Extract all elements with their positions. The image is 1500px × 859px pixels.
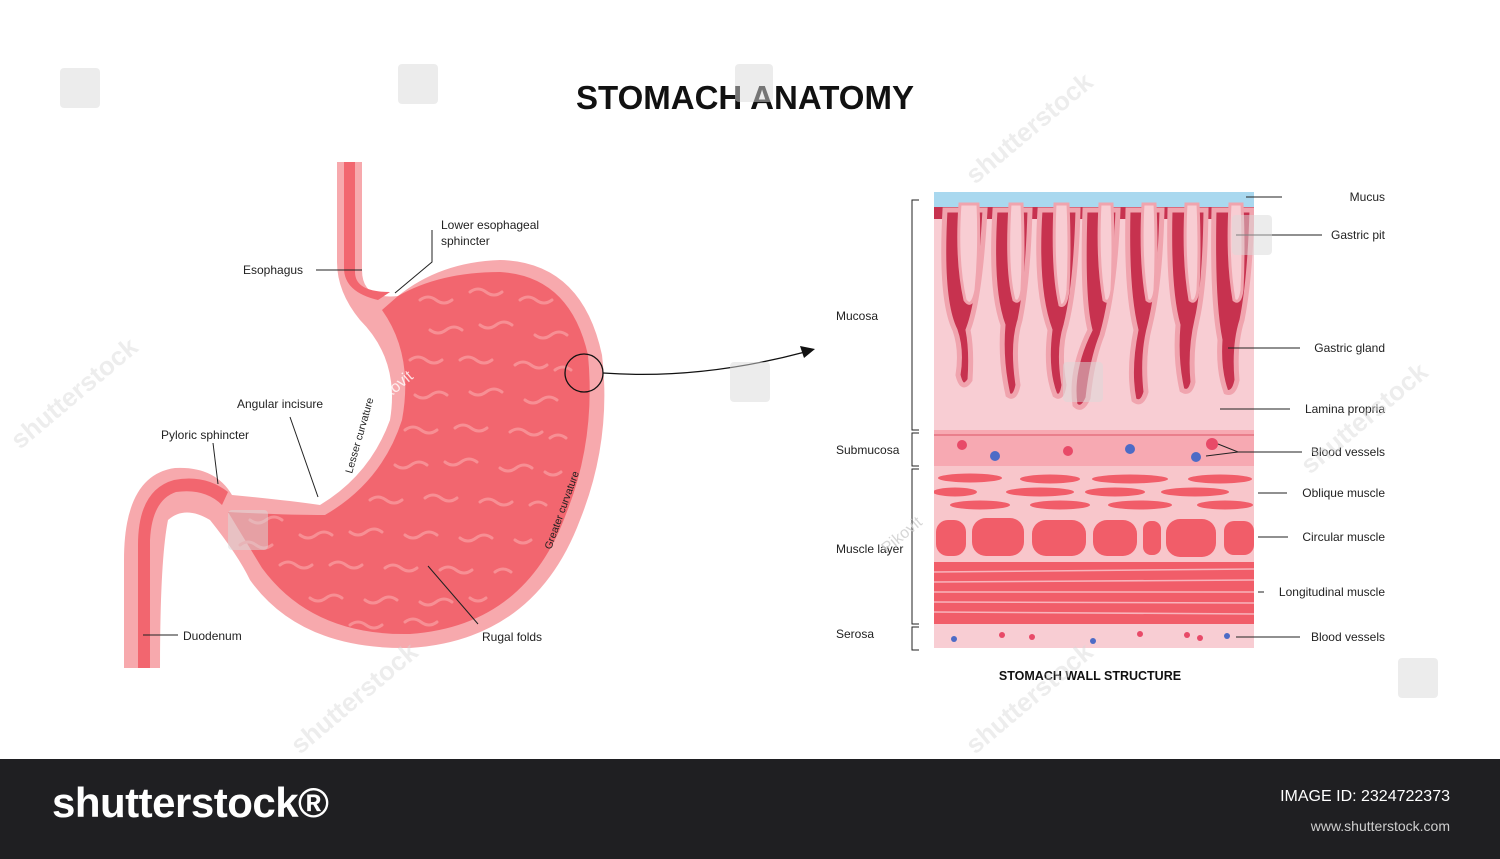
wall-leader-lines <box>1205 196 1322 638</box>
rugal-folds-label: Rugal folds <box>482 630 542 644</box>
vessel-red <box>1063 446 1073 456</box>
wall-structure-subtitle: STOMACH WALL STRUCTURE <box>999 669 1181 683</box>
blood-vessels-submucosa-label: Blood vessels <box>1311 445 1385 459</box>
mucus-layer <box>934 192 1254 208</box>
blood-vessels-serosa-label: Blood vessels <box>1311 630 1385 644</box>
circular-muscle-label: Circular muscle <box>1302 530 1385 544</box>
longitudinal-muscle-label: Longitudinal muscle <box>1279 585 1385 599</box>
layer-brackets <box>911 199 919 651</box>
zoom-arrow <box>602 351 806 376</box>
rugal-folds-pattern <box>238 287 573 630</box>
gastric-gland-label: Gastric gland <box>1314 341 1385 355</box>
muscle-layer-label: Muscle layer <box>836 542 903 556</box>
watermark-text: shutterstock <box>285 636 424 760</box>
vessel-blue <box>1125 444 1135 454</box>
stomach-leader-lines <box>143 230 479 636</box>
mucosa-label: Mucosa <box>836 309 878 323</box>
gastric-glands <box>934 202 1254 410</box>
vessel-red <box>957 440 967 450</box>
lamina-propria-label: Lamina propria <box>1305 402 1385 416</box>
watermark-text: shutterstock <box>960 636 1099 760</box>
oblique-muscle-fibers <box>934 473 1253 510</box>
vessel-blue <box>990 451 1000 461</box>
zoom-arrowhead <box>800 346 815 358</box>
vessel-red <box>1206 438 1218 450</box>
footer-bar: shutterstock® IMAGE ID: 2324722373 www.s… <box>0 759 1500 859</box>
angular-incisure-label: Angular incisure <box>237 397 323 411</box>
submucosa-label: Submucosa <box>836 443 900 457</box>
lower-esophageal-sphincter-label-line2: sphincter <box>441 234 490 248</box>
oblique-muscle-label: Oblique muscle <box>1302 486 1385 500</box>
esophagus-label: Esophagus <box>243 263 303 277</box>
vessel-blue <box>1191 452 1201 462</box>
watermark-text: shutterstock <box>960 66 1099 190</box>
watermark-text: shutterstock <box>5 331 144 455</box>
shutterstock-logo[interactable]: shutterstock® <box>52 779 329 826</box>
watermark-text: shutterstock <box>1295 356 1434 480</box>
site-url-link[interactable]: www.shutterstock.com <box>1310 818 1450 834</box>
duodenum-label: Duodenum <box>183 629 242 643</box>
esophagus-lumen <box>344 162 390 300</box>
pyloric-sphincter-label: Pyloric sphincter <box>161 428 249 442</box>
lower-esophageal-sphincter-label-line1: Lower esophageal <box>441 218 539 232</box>
longitudinal-muscle-lines <box>933 568 1255 615</box>
circular-muscle-cells <box>936 518 1254 557</box>
mucus-label: Mucus <box>1350 190 1385 204</box>
serosa-layer <box>934 624 1254 648</box>
stomach-inner-lining <box>228 272 590 635</box>
gastric-pit-label: Gastric pit <box>1331 228 1386 242</box>
duodenum-lumen <box>138 478 228 668</box>
wall-cross-section <box>933 192 1255 648</box>
image-id-text: IMAGE ID: 2324722373 <box>1280 788 1450 805</box>
serosa-label: Serosa <box>836 627 874 641</box>
